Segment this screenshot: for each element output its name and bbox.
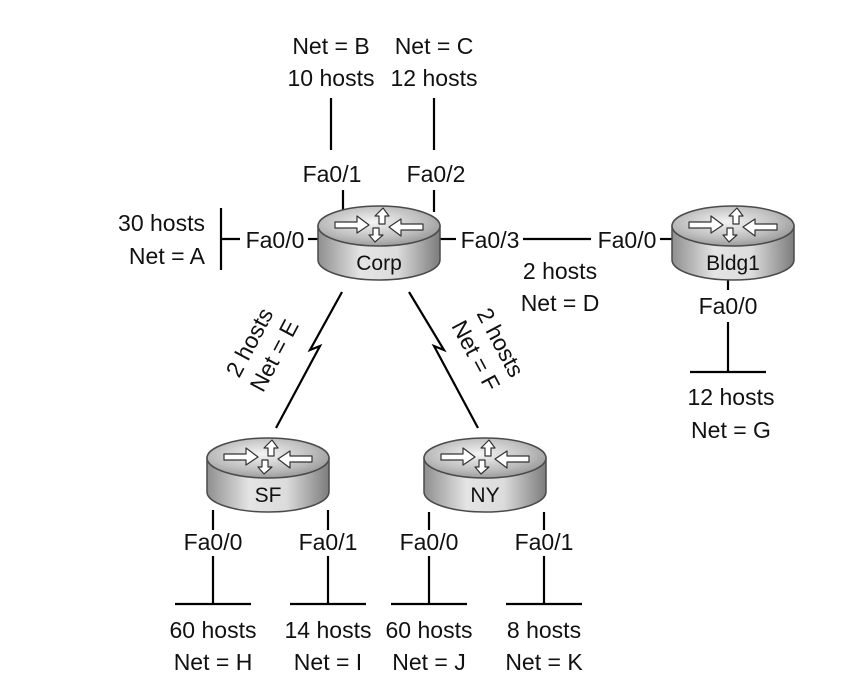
router-corp[interactable]: Corp	[317, 205, 441, 281]
net-g-hosts: 12 hosts	[688, 384, 775, 410]
net-a-name: Net = A	[129, 243, 206, 269]
net-e-serial-link	[275, 291, 343, 429]
corp-fa0-2-label: Fa0/2	[407, 161, 466, 187]
net-k-name: Net = K	[505, 649, 583, 675]
net-c-hosts: 12 hosts	[391, 65, 478, 91]
sf-fa0-0-label: Fa0/0	[184, 529, 243, 555]
net-d-hosts: 2 hosts	[523, 258, 597, 284]
corp-fa0-3-label: Fa0/3	[461, 227, 520, 253]
network-d-label: 2 hosts Net = D	[521, 258, 600, 316]
serial-link-icon	[275, 291, 479, 429]
net-h-name: Net = H	[174, 649, 253, 675]
network-e-label: 2 hosts Net = E	[221, 304, 304, 396]
corp-fa0-1-label: Fa0/1	[303, 161, 362, 187]
router-corp-label: Corp	[356, 252, 402, 275]
network-j-label: 60 hosts Net = J	[386, 617, 473, 675]
bldg1-fa0-0-bottom-label: Fa0/0	[699, 293, 758, 319]
network-b-label: Net = B 10 hosts	[288, 33, 375, 91]
network-f-label: 2 hosts Net = F	[447, 304, 530, 396]
ny-fa0-1-label: Fa0/1	[515, 529, 574, 555]
net-i-name: Net = I	[294, 649, 362, 675]
router-sf[interactable]: SF	[206, 437, 330, 513]
network-i-label: 14 hosts Net = I	[285, 617, 372, 675]
network-g-label: 12 hosts Net = G	[688, 384, 775, 443]
net-j-hosts: 60 hosts	[386, 617, 473, 643]
router-bldg1-label: Bldg1	[706, 252, 760, 275]
net-f-serial-link	[408, 291, 479, 429]
corp-fa0-0-label: Fa0/0	[246, 227, 305, 253]
net-k-hosts: 8 hosts	[507, 617, 581, 643]
sf-fa0-1-label: Fa0/1	[299, 529, 358, 555]
ny-fa0-0-label: Fa0/0	[400, 529, 459, 555]
net-j-name: Net = J	[392, 649, 466, 675]
network-h-label: 60 hosts Net = H	[170, 617, 257, 675]
net-i-hosts: 14 hosts	[285, 617, 372, 643]
net-g-name: Net = G	[691, 417, 771, 443]
net-c-name: Net = C	[395, 33, 474, 59]
net-b-name: Net = B	[292, 33, 369, 59]
net-b-hosts: 10 hosts	[288, 65, 375, 91]
network-a-label: 30 hosts Net = A	[118, 210, 206, 269]
net-a-hosts: 30 hosts	[118, 210, 205, 236]
router-sf-label: SF	[255, 484, 282, 507]
network-c-label: Net = C 12 hosts	[391, 33, 478, 91]
router-ny-label: NY	[470, 484, 499, 507]
router-ny[interactable]: NY	[423, 437, 547, 513]
router-bldg1[interactable]: Bldg1	[671, 205, 795, 281]
net-d-name: Net = D	[521, 290, 600, 316]
network-k-label: 8 hosts Net = K	[505, 617, 583, 675]
net-h-hosts: 60 hosts	[170, 617, 257, 643]
bldg1-fa0-0-left-label: Fa0/0	[598, 227, 657, 253]
